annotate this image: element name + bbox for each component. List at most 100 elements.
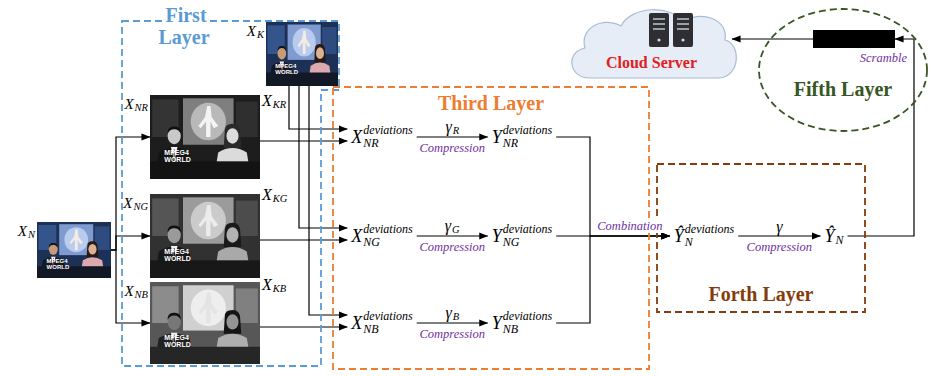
- connector-arrow: [299, 86, 347, 228]
- server-tower: [649, 13, 669, 47]
- subscript: NG: [363, 236, 412, 249]
- cloud-title: Cloud Server: [563, 54, 740, 72]
- frame-label: XK: [247, 22, 264, 40]
- label-symbol: X: [262, 187, 272, 203]
- edge-label: Combination: [595, 219, 664, 233]
- connector-arrow: [417, 322, 488, 323]
- connector-arrow: [309, 86, 347, 315]
- math-symbol: Y: [492, 314, 502, 332]
- script-stack: K: [257, 22, 264, 40]
- math-symbol: X: [351, 227, 362, 245]
- frame-caption: MPEG4 WORLD: [47, 258, 72, 270]
- blue-channel-art: [150, 282, 260, 364]
- superscript: deviations: [363, 124, 412, 137]
- subscript: NR: [503, 137, 552, 150]
- layer-title: Fifth Layer: [758, 78, 928, 100]
- edge-label: Compression: [417, 141, 487, 155]
- red-channel-art: [150, 95, 260, 179]
- video-frame: XNG: [150, 194, 260, 278]
- script-stack: KG: [273, 186, 288, 204]
- cloud-server: Cloud Server: [563, 4, 740, 82]
- layer-region: First LayerXKXNRXNGXNB: [121, 20, 340, 367]
- connector-arrow: [289, 86, 347, 129]
- subscript: N: [836, 234, 844, 247]
- math-symbol: X: [124, 97, 133, 112]
- video-frame: XK: [266, 22, 338, 86]
- label-subscript: R: [453, 125, 459, 136]
- label-symbol: γ: [445, 119, 451, 135]
- label-symbol: γ: [776, 219, 782, 235]
- script-stack: deviationsNB: [503, 310, 552, 335]
- label-subscript: KB: [273, 283, 286, 294]
- connector-arrow: [111, 137, 150, 250]
- label-symbol: γ: [445, 218, 451, 234]
- label-subscript: B: [453, 311, 459, 322]
- watermark-text: MPEG4 WORLD: [164, 248, 190, 262]
- frame-caption: MPEG4 WORLD: [275, 63, 300, 75]
- signal-term: YdeviationsNG: [488, 221, 556, 250]
- subscript: N: [28, 229, 35, 240]
- green-channel-art: [150, 194, 260, 278]
- script-stack: B: [453, 304, 459, 322]
- frame-image: [266, 22, 338, 86]
- frame-image: [150, 194, 260, 278]
- script-stack: NB: [135, 282, 148, 300]
- math-symbol: X: [247, 24, 256, 39]
- cloud-outline: [572, 10, 736, 78]
- superscript: deviations: [685, 223, 734, 236]
- connector-arrow: [848, 39, 915, 236]
- script-stack: deviationsNB: [363, 310, 412, 335]
- math-symbol: Y: [492, 128, 502, 146]
- edge-label: Compression: [417, 240, 487, 254]
- script-stack: deviationsNR: [363, 124, 412, 149]
- script-stack: KB: [273, 276, 286, 294]
- layer-region: Forth LayerŶdeviationsNŶN: [656, 163, 866, 313]
- math-label: γ: [776, 219, 782, 235]
- edge-label: Compression: [745, 240, 815, 254]
- math-symbol: X: [18, 224, 27, 239]
- math-symbol: Ŷ: [824, 227, 834, 245]
- watermark-text: MPEG4 WORLD: [164, 334, 190, 348]
- label-subscript: G: [452, 224, 460, 235]
- cloud-name: Cloud Server: [606, 54, 697, 71]
- dashed-border: [657, 164, 865, 312]
- math-symbol: X: [351, 128, 362, 146]
- connector-arrow: [260, 239, 347, 240]
- layer-name: Fifth Layer: [792, 78, 894, 100]
- watermark-text: MPEG4 WORLD: [275, 63, 298, 75]
- math-symbol: X: [124, 284, 133, 299]
- layer-name: Forth Layer: [707, 283, 816, 305]
- signal-term: YdeviationsNB: [488, 308, 556, 337]
- math-label: XKG: [262, 186, 287, 204]
- server-slot: [653, 23, 665, 25]
- label-symbol: X: [262, 93, 272, 109]
- label-symbol: γ: [445, 305, 451, 321]
- signal-term: YdeviationsNR: [488, 122, 556, 151]
- frame-image: [150, 282, 260, 364]
- superscript: deviations: [503, 310, 552, 323]
- server-light: [657, 38, 660, 41]
- connector-arrow: [556, 137, 670, 236]
- server-light: [681, 38, 684, 41]
- script-stack: N: [836, 225, 844, 247]
- math-symbol: Ŷ: [674, 227, 684, 245]
- frame-caption: MPEG4 WORLD: [164, 334, 193, 348]
- connector-arrow: [111, 236, 150, 250]
- label-subscript: KG: [273, 193, 288, 204]
- math-label: γB: [445, 304, 459, 322]
- frame-image: [150, 95, 260, 179]
- label-subscript: KR: [273, 99, 286, 110]
- math-label: γR: [445, 118, 459, 136]
- frame-image: [37, 222, 111, 278]
- math-symbol: X: [351, 314, 362, 332]
- layer-region: Fifth Layer: [758, 8, 928, 132]
- script-stack: deviationsNG: [363, 223, 412, 248]
- signal-term: XdeviationsNB: [347, 308, 416, 337]
- subscript: NB: [135, 289, 148, 300]
- dashed-border: [122, 21, 339, 366]
- subscript: K: [257, 29, 264, 40]
- region-outline: [758, 8, 928, 132]
- script-stack: R: [453, 118, 459, 136]
- script-stack: NR: [135, 95, 148, 113]
